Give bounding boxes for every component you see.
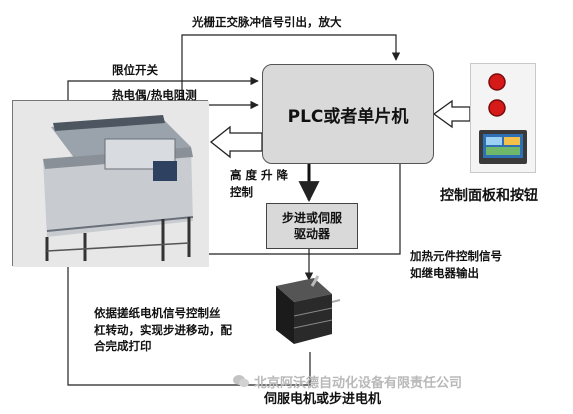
motor-note-label: 依据搓纸电机信号控制丝 杠转动，实现步进移动，配 合完成打印: [94, 305, 232, 355]
printer-icon: [13, 101, 209, 267]
plc-to-printer-arrow: [209, 125, 263, 159]
plc-box: PLC或者单片机: [262, 64, 434, 164]
driver-box-label-line1: 步进或伺服: [281, 210, 342, 225]
red-indicator-icon: [488, 73, 506, 91]
plc-box-label: PLC或者单片机: [287, 106, 409, 127]
watermark: 北京阿沃德自动化设备有限责任公司: [232, 372, 462, 391]
height-control-label: 高 度 升 降 控制: [230, 167, 288, 200]
grating-signal-label: 光栅正交脉冲信号引出，放大: [192, 15, 342, 29]
watermark-text: 北京阿沃德自动化设备有限责任公司: [254, 376, 463, 391]
driver-box-label-line2: 驱动器: [293, 227, 330, 241]
control-panel-icon: [479, 73, 527, 164]
height-control-label-line1: 高 度 升 降: [230, 168, 289, 182]
motor-photo: [262, 272, 342, 352]
control-panel-photo: [470, 63, 536, 173]
limit-switch-label: 限位开关: [112, 63, 158, 77]
printer-photo: [12, 100, 209, 267]
motor-caption-label: 伺服电机或步进电机: [264, 392, 382, 407]
driver-box: 步进或伺服 驱动器: [266, 203, 358, 249]
motor-note-label-line3: 合完成打印: [94, 339, 152, 354]
panel-buttons-label: 控制面板和按钮: [440, 188, 538, 204]
heating-control-label-line2: 如继电器输出: [410, 265, 479, 280]
heating-control-label-line1: 加热元件控制信号: [410, 249, 502, 263]
motor-loop-line: [67, 270, 311, 386]
red-indicator-icon: [488, 99, 506, 117]
wechat-icon: [233, 375, 249, 388]
thermocouple-label: 热电偶/热电阻测: [112, 88, 197, 102]
height-control-label-line2: 控制: [230, 184, 253, 199]
grating-signal-line: [181, 34, 401, 138]
panel-to-plc-arrow: [432, 99, 471, 129]
motor-note-label-line1: 依据搓纸电机信号控制丝: [94, 306, 221, 320]
motor-note-label-line2: 杠转动，实现步进移动，配: [94, 322, 232, 337]
heating-control-label: 加热元件控制信号 如继电器输出: [410, 248, 502, 281]
motor-icon: [276, 275, 341, 344]
